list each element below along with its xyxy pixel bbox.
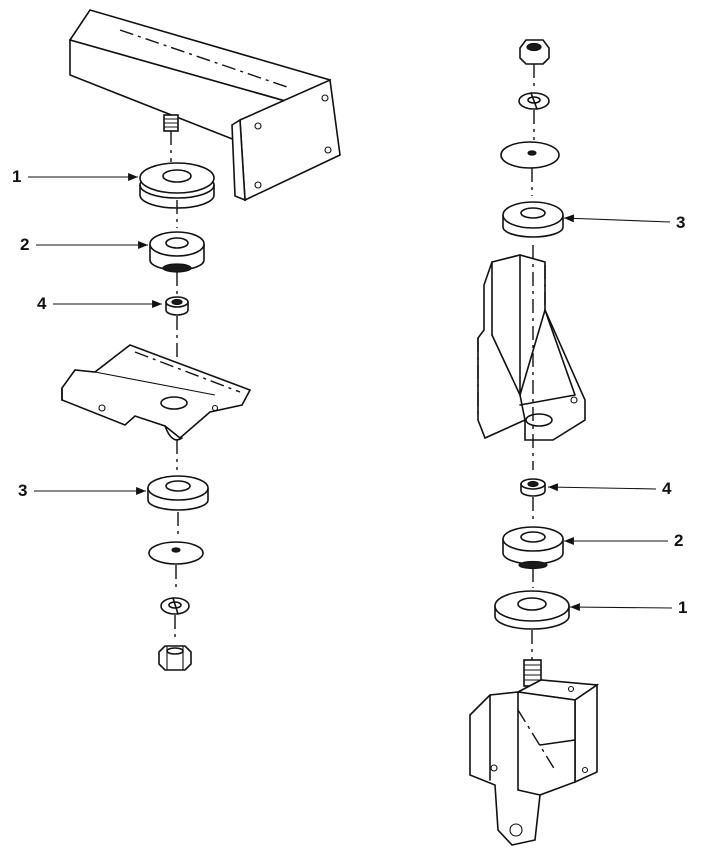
left-item-3-bushing	[147, 475, 209, 511]
left-item-1-washer	[139, 162, 215, 209]
callout-left-4: 4	[37, 294, 47, 313]
right-item-1-washer	[494, 590, 570, 630]
right-item-3-bushing	[502, 201, 564, 238]
left-crossmember	[61, 344, 252, 441]
left-flat-washer	[148, 541, 204, 565]
callout-right-4: 4	[662, 479, 672, 498]
callout-right-1: 1	[678, 598, 687, 617]
right-item-4-spacer	[520, 478, 546, 497]
callout-left-3: 3	[18, 481, 27, 500]
right-frame-bracket	[469, 659, 600, 846]
left-assembly	[61, 9, 341, 671]
callout-right-2: 2	[674, 531, 683, 550]
left-frame-rail	[68, 9, 341, 202]
right-body-bracket	[477, 245, 586, 470]
left-slotted-nut	[158, 645, 192, 671]
callouts: 1 2 4 3 3 4 2 1	[12, 167, 687, 617]
right-top-nut	[519, 39, 550, 65]
left-item-4-spacer	[165, 296, 189, 316]
right-item-2-bushing	[502, 526, 564, 570]
left-item-2-bushing	[149, 231, 205, 273]
callout-right-3: 3	[676, 213, 685, 232]
right-assembly	[469, 39, 600, 846]
left-lock-washer	[160, 597, 190, 615]
right-flat-washer	[500, 141, 560, 169]
right-lock-washer	[518, 92, 550, 110]
callout-left-1: 1	[12, 167, 21, 186]
callout-left-2: 2	[20, 235, 29, 254]
